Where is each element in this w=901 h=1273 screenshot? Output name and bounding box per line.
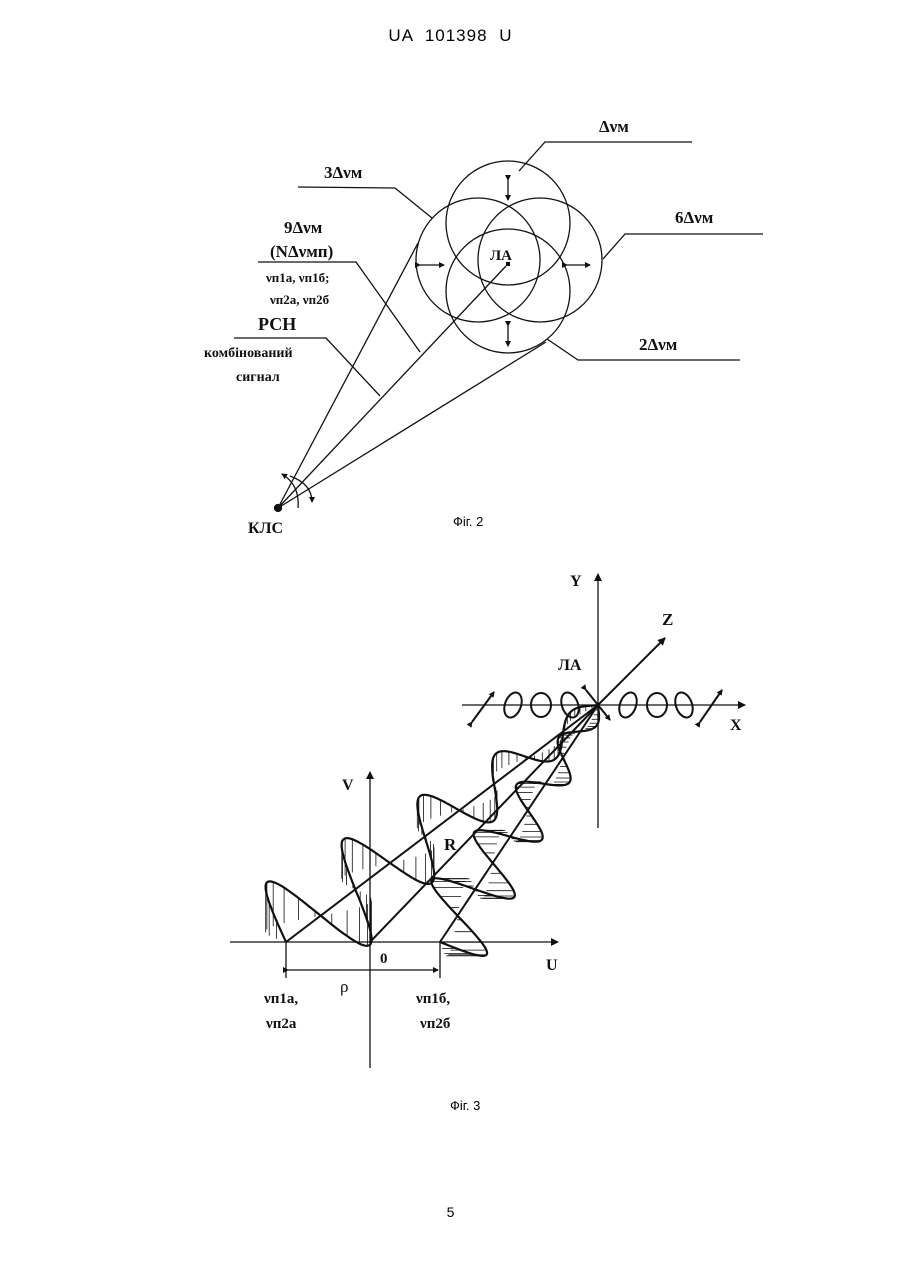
label-3dv: 3Δνм [324, 163, 363, 182]
ray-right [440, 705, 598, 942]
wave-curve [266, 705, 598, 946]
label-ndv: (NΔνмп) [270, 242, 333, 261]
wave-left [266, 705, 598, 946]
figure-3 [230, 574, 745, 1068]
label-axis-y: Y [570, 573, 582, 590]
label-dv: Δνм [599, 117, 629, 136]
label-zero: 0 [380, 951, 388, 967]
label-r: R [444, 835, 457, 854]
label-left-1: νп1а, [263, 991, 298, 1007]
circle-top [446, 161, 570, 285]
label-left-2: νп2а [265, 1016, 297, 1032]
label-9dv: 9Δνм [284, 218, 323, 237]
ray-r [370, 705, 598, 942]
label-right-2: νп2б [419, 1016, 450, 1032]
label-2dv: 2Δνм [639, 335, 678, 354]
leader-3dv [298, 187, 432, 218]
label-axis-u: U [546, 957, 558, 974]
ray-3 [278, 342, 546, 508]
label-freq-1: νп1а, νп1б; [265, 270, 329, 285]
figure-2-caption: Фіг. 2 [453, 514, 483, 529]
figure-2-labels: Δνм 3Δνм 6Δνм 2Δνм 9Δνм (NΔνмп) νп1а, νп… [204, 117, 714, 537]
label-combined-2: сигнал [236, 370, 280, 385]
label-kls: КЛС [248, 520, 283, 537]
figure-3-caption: Фіг. 3 [450, 1098, 480, 1113]
label-axis-x: X [730, 717, 742, 734]
label-axis-z: Z [662, 610, 673, 629]
leader-dv [519, 142, 692, 171]
label-rho: ρ [340, 977, 348, 996]
kls-point [275, 505, 282, 512]
figure-2 [234, 142, 763, 512]
label-la-fig3: ЛА [558, 657, 582, 674]
label-freq-2: νп2а, νп2б [269, 292, 330, 307]
figure-3-labels: Y Z X ЛА V U R 0 ρ νп1а, νп2а νп1б, νп2б [263, 573, 742, 1032]
leader-6dv [603, 234, 763, 259]
label-la-fig2: ЛА [490, 248, 512, 264]
label-axis-v: V [342, 777, 354, 794]
label-rsn: РСН [258, 314, 296, 334]
label-combined-1: комбінований [204, 346, 293, 361]
label-6dv: 6Δνм [675, 208, 714, 227]
ray-left [286, 705, 598, 942]
label-right-1: νп1б, [415, 991, 450, 1007]
axis-z-line [598, 638, 665, 705]
page-number: 5 [0, 1204, 901, 1220]
